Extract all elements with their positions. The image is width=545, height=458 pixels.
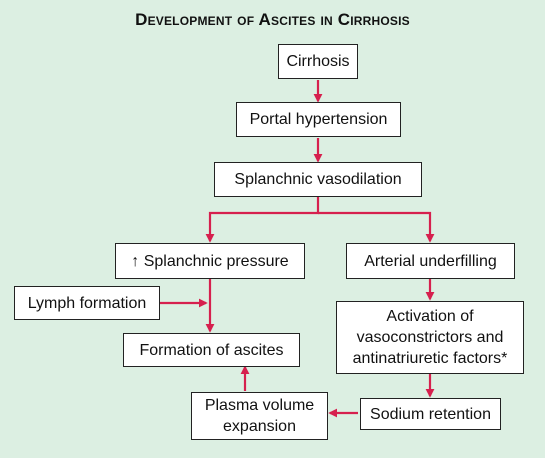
node-plasma-volume: Plasma volume expansion [191, 392, 328, 440]
node-portal-hypertension: Portal hypertension [236, 102, 401, 137]
node-sodium-retention: Sodium retention [360, 398, 501, 430]
node-splanchnic-pressure: ↑ Splanchnic pressure [115, 243, 305, 279]
arrow-vasodilation-underfilling [318, 211, 435, 243]
node-cirrhosis-label: Cirrhosis [286, 53, 350, 70]
node-splanchnic-pressure-label: ↑ Splanchnic pressure [131, 252, 289, 270]
node-arterial-underfilling-label: Arterial underfilling [364, 252, 497, 270]
node-activation-line-1: Activation of [386, 308, 474, 325]
node-sodium-retention-label: Sodium retention [370, 405, 491, 423]
node-splanchnic-vasodilation-label: Splanchnic vasodilation [234, 171, 402, 188]
node-plasma-volume-line-1: Plasma volume [204, 397, 315, 414]
node-lymph-formation-label: Lymph formation [27, 294, 147, 312]
node-activation-line-3: antinatriuretic factors* [352, 350, 508, 367]
node-lymph-formation: Lymph formation [14, 286, 160, 320]
node-activation-line-2: vasoconstrictors and [356, 329, 504, 346]
arrow-vasodilation-pressure [205, 197, 320, 243]
node-formation-ascites-label: Formation of ascites [139, 341, 284, 359]
node-formation-ascites: Formation of ascites [123, 333, 300, 367]
node-splanchnic-vasodilation: Splanchnic vasodilation [214, 162, 422, 197]
diagram-title: Development of Ascites in Cirrhosis [135, 10, 410, 29]
node-plasma-volume-line-2: expansion [223, 418, 296, 435]
node-cirrhosis: Cirrhosis [278, 44, 358, 79]
node-portal-hypertension-label: Portal hypertension [249, 111, 388, 128]
node-arterial-underfilling: Arterial underfilling [346, 243, 515, 279]
node-activation: Activation of vasoconstrictors and antin… [336, 301, 524, 374]
